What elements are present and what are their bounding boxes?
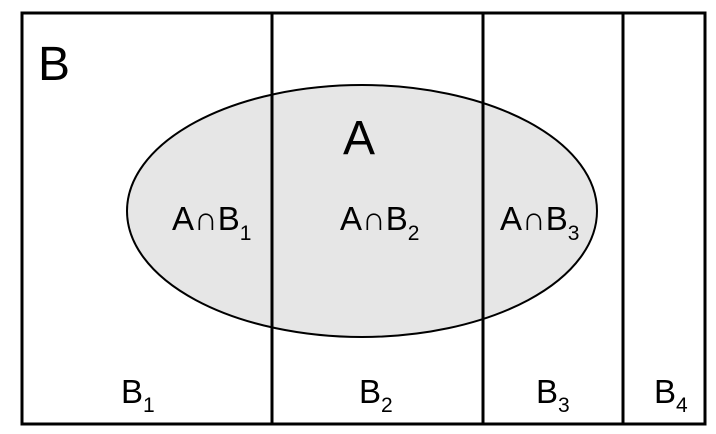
intersection-label-1: A∩B1 — [172, 200, 251, 245]
partition-label-b3-base: B — [536, 373, 558, 410]
partition-label-b1: B1 — [121, 373, 155, 417]
intersection-label-3-sub: 3 — [568, 222, 580, 245]
partition-label-b4: B4 — [654, 373, 688, 417]
intersection-label-3-base: A∩B — [500, 200, 568, 237]
partition-label-b1-sub: 1 — [143, 394, 155, 417]
partition-label-b2-base: B — [359, 373, 381, 410]
intersection-label-1-base: A∩B — [172, 200, 240, 237]
partition-label-b2: B2 — [359, 373, 393, 417]
set-a-label: A — [343, 112, 375, 165]
universe-label: B — [38, 38, 70, 91]
intersection-label-2-base: A∩B — [340, 200, 408, 237]
partition-label-b4-base: B — [654, 373, 676, 410]
intersection-label-2-sub: 2 — [408, 222, 420, 245]
partition-label-b2-sub: 2 — [381, 394, 393, 417]
partition-label-b3-sub: 3 — [558, 394, 570, 417]
partition-label-b4-sub: 4 — [676, 394, 688, 417]
set-a-ellipse — [126, 84, 598, 338]
partition-label-b3: B3 — [536, 373, 570, 417]
intersection-label-3: A∩B3 — [500, 200, 579, 245]
partition-label-b1-base: B — [121, 373, 143, 410]
intersection-label-2: A∩B2 — [340, 200, 419, 245]
intersection-label-1-sub: 1 — [240, 222, 252, 245]
